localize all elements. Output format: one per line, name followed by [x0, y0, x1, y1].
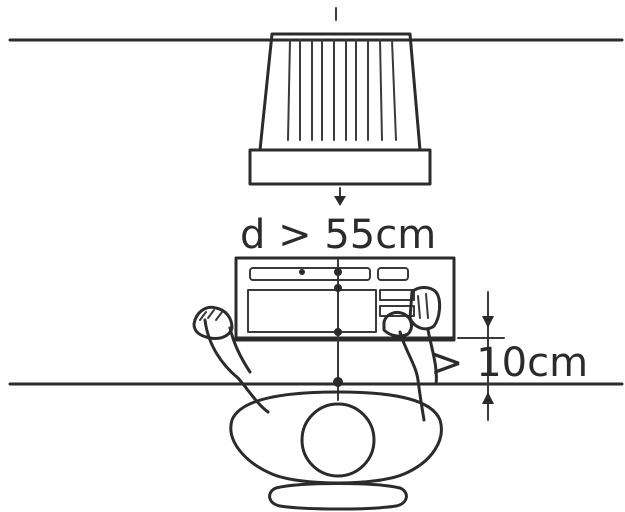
height-label: > 10cm — [430, 340, 588, 386]
person-icon — [192, 286, 443, 511]
monitor-icon — [248, 7, 432, 186]
keyboard-icon — [234, 256, 456, 342]
height-dimension — [457, 291, 505, 421]
distance-arrow — [334, 187, 346, 206]
distance-label: d > 55cm — [240, 212, 436, 258]
center-axis — [299, 259, 343, 401]
